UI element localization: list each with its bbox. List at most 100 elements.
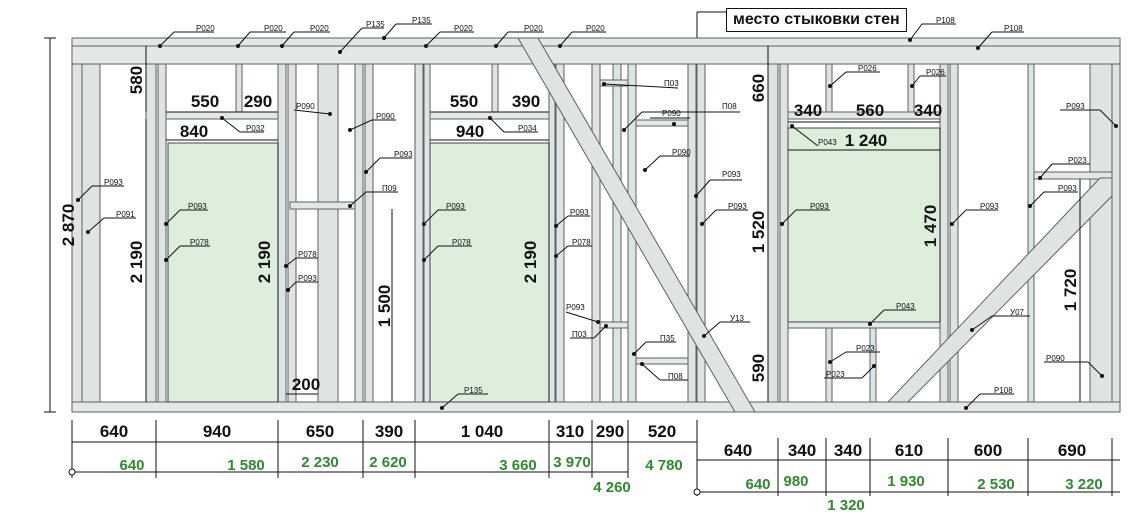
diagonal-brace xyxy=(517,37,756,413)
blocking xyxy=(599,79,629,87)
height-label: 2 190 xyxy=(521,241,540,284)
segment-dim: 690 xyxy=(1058,441,1086,460)
part-label: P026 xyxy=(858,64,877,73)
cripple-stud xyxy=(491,63,499,113)
window-opening-1 xyxy=(167,142,279,403)
top-plate xyxy=(71,45,1121,65)
cumulative-dim: 1 930 xyxy=(887,473,925,490)
cumulative-dim: 980 xyxy=(783,473,808,490)
height-label: 590 xyxy=(749,354,768,382)
width-label: 390 xyxy=(512,92,540,111)
part-label: P078 xyxy=(452,238,471,247)
height-label: 660 xyxy=(749,74,768,102)
stud xyxy=(145,63,157,403)
part-label: P078 xyxy=(572,238,591,247)
cumulative-dim: 3 660 xyxy=(499,457,537,474)
height-label: 1 470 xyxy=(921,205,940,248)
part-label: P093 xyxy=(1066,102,1085,111)
cumulative-dim: 2 620 xyxy=(369,454,407,471)
height-label: 1 500 xyxy=(375,285,394,328)
part-label: P043 xyxy=(896,302,915,311)
part-label: P135 xyxy=(412,16,431,25)
segment-dim: 340 xyxy=(788,441,816,460)
part-label: P032 xyxy=(246,124,265,133)
stud xyxy=(612,63,622,403)
part-label: P093 xyxy=(394,150,413,159)
stud xyxy=(548,63,556,403)
blocking xyxy=(599,321,629,329)
top-plate-outer xyxy=(71,37,1121,47)
part-label: P078 xyxy=(298,250,317,259)
cripple-stud xyxy=(825,327,833,403)
part-label: P093 xyxy=(722,170,741,179)
part-label: P135 xyxy=(366,20,385,29)
part-label: P090 xyxy=(376,112,395,121)
part-label: P034 xyxy=(518,124,537,133)
cumulative-dim: 4 260 xyxy=(593,479,631,496)
origin-marker xyxy=(68,468,76,476)
wall-joint-label: место стыковки стен xyxy=(726,8,907,32)
width-label: 290 xyxy=(244,92,272,111)
segment-dim: 390 xyxy=(375,422,403,441)
part-label: P091 xyxy=(116,210,135,219)
part-label: P078 xyxy=(190,238,209,247)
cumulative-dim: 640 xyxy=(745,476,770,493)
part-label: П03 xyxy=(664,79,679,88)
width-label: 340 xyxy=(914,101,942,120)
part-label: P090 xyxy=(662,109,681,118)
part-label: P090 xyxy=(1046,354,1065,363)
height-label: 580 xyxy=(127,66,146,94)
part-label: У07 xyxy=(1010,308,1025,317)
stud xyxy=(687,63,697,403)
width-label: 560 xyxy=(856,101,884,120)
segment-dim: 290 xyxy=(596,422,624,441)
part-label: П35 xyxy=(660,334,675,343)
part-label: P090 xyxy=(296,102,315,111)
stud xyxy=(1027,63,1035,403)
blocking xyxy=(1033,171,1113,180)
segment-dim: 340 xyxy=(834,441,862,460)
part-label: P093 xyxy=(104,178,123,187)
part-label: P093 xyxy=(728,202,747,211)
stud xyxy=(414,63,424,403)
cumulative-dim: 3 220 xyxy=(1065,476,1103,493)
part-label: P093 xyxy=(188,202,207,211)
stud xyxy=(1111,63,1121,403)
cripple-stud xyxy=(235,63,243,113)
width-label: 550 xyxy=(191,92,219,111)
part-label: P090 xyxy=(672,148,691,157)
segment-dim: 600 xyxy=(974,441,1002,460)
cumulative-dim: 1 580 xyxy=(227,457,265,474)
part-label: P020 xyxy=(454,24,473,33)
stud xyxy=(81,63,101,403)
segment-dim: 640 xyxy=(724,441,752,460)
part-label: P020 xyxy=(196,24,215,33)
stud xyxy=(364,63,374,403)
width-label: 340 xyxy=(794,101,822,120)
stud xyxy=(277,63,287,403)
part-label: P023 xyxy=(826,370,845,379)
part-label: П08 xyxy=(722,102,737,111)
blocking xyxy=(635,119,689,127)
stud xyxy=(779,63,789,403)
part-label: P020 xyxy=(310,24,329,33)
part-label: P093 xyxy=(810,202,829,211)
part-label: P026 xyxy=(926,68,945,77)
cumulative-dim: 4 780 xyxy=(645,457,683,474)
cumulative-dim: 1 320 xyxy=(827,497,865,514)
part-label: P093 xyxy=(446,202,465,211)
height-label: 1 720 xyxy=(1061,269,1080,312)
part-label: P108 xyxy=(994,386,1013,395)
window-sill xyxy=(787,321,941,329)
segment-dim: 940 xyxy=(203,422,231,441)
part-label: У13 xyxy=(730,314,745,323)
blocking xyxy=(635,357,689,365)
stud xyxy=(287,63,297,403)
part-label: P135 xyxy=(464,386,483,395)
part-label: P023 xyxy=(856,344,875,353)
cumulative-dim: 3 970 xyxy=(553,454,591,471)
width-label: 1 240 xyxy=(845,131,888,150)
height-label: 1 520 xyxy=(749,211,768,254)
